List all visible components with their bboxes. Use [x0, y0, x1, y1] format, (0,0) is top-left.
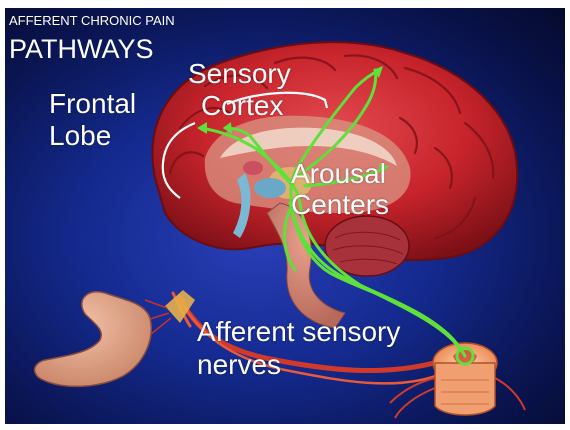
label-sensory-line2: Cortex — [201, 92, 283, 120]
slide-title-small: AFFERENT CHRONIC PAIN — [9, 14, 175, 27]
label-afferent-line1: Afferent sensory — [197, 318, 400, 346]
label-frontal-line2: Lobe — [49, 122, 111, 150]
stomach — [35, 292, 152, 387]
label-afferent-line2: nerves — [197, 351, 281, 379]
label-arousal-line1: Arousal — [291, 160, 386, 188]
label-arousal-line2: Centers — [291, 191, 389, 219]
slide-title-large: PATHWAYS — [9, 36, 154, 63]
slide: AFFERENT CHRONIC PAIN PATHWAYS Frontal L… — [5, 8, 565, 424]
label-sensory-line1: Sensory — [188, 60, 291, 88]
label-frontal-line1: Frontal — [49, 90, 136, 118]
